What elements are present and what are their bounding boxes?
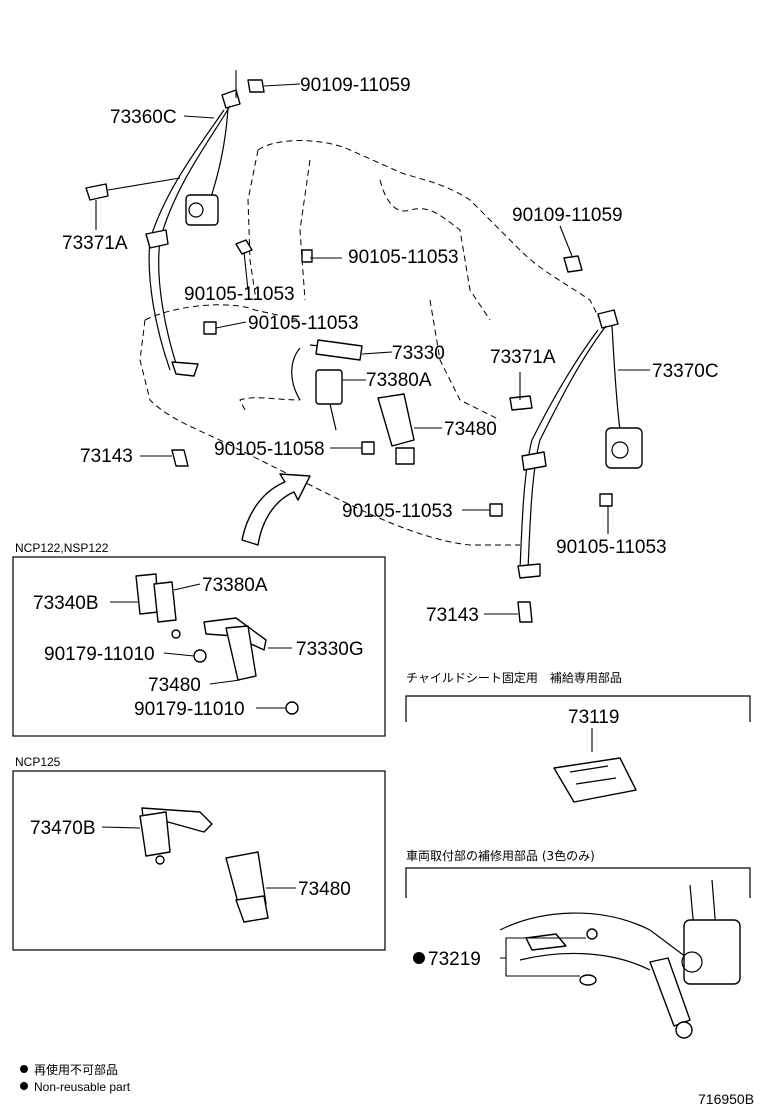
anchor-plate-icon [553, 757, 637, 803]
label-90109-11059-right: 90109-11059 [512, 205, 623, 226]
ncp122-parts [110, 573, 299, 715]
bolt-icon-a [235, 239, 253, 255]
label-90105-11053-b: 90105-11053 [184, 284, 295, 305]
clip-icon-bottom [579, 974, 597, 986]
bolt-icons [85, 79, 613, 623]
label-73370C: 73370C [652, 361, 719, 382]
ncp122-label-73380A: 73380A [202, 575, 268, 596]
bolt-icon-f [599, 493, 613, 507]
buckle-73380A [315, 369, 343, 405]
label-73330: 73330 [392, 343, 445, 364]
label-73380A: 73380A [366, 370, 432, 391]
center-belt-assembly [291, 339, 415, 465]
bolt-icon-right [563, 255, 583, 273]
bolt-icon-b [301, 249, 313, 263]
repair-part-73219: 73219 [428, 949, 481, 970]
box-ncp122 [12, 556, 386, 737]
bolt-icon-c [203, 321, 217, 335]
ncp122-label-90179-11010-a: 90179-11010 [44, 644, 155, 665]
label-90109-11059-top: 90109-11059 [300, 75, 411, 96]
bolt-icon-d [361, 441, 375, 455]
bolt-icon-e [489, 503, 503, 517]
anchor-icon-right [517, 601, 533, 623]
legend-dot-icon-2 [20, 1082, 28, 1090]
child-seat-title: チャイルドシート固定用 補給専用部品 [406, 670, 622, 685]
guide-icon-left [85, 183, 109, 201]
legend-line2: Non-reusable part [34, 1080, 131, 1094]
right-shoulder-belt [517, 309, 643, 579]
leader-lines [95, 70, 650, 615]
box-ncp125-title: NCP125 [15, 755, 61, 769]
anchor-icon-left [171, 449, 189, 467]
left-shoulder-belt [145, 89, 241, 377]
box-ncp122-title: NCP122,NSP122 [15, 541, 109, 555]
ncp122-label-73330G: 73330G [296, 639, 364, 660]
repair-title: 車両取付部の補修用部品 (3色のみ) [406, 848, 595, 863]
label-90105-11053-c: 90105-11053 [248, 313, 359, 334]
label-90105-11053-d: 90105-11053 [342, 501, 453, 522]
clip-icon-top [586, 928, 598, 940]
repair-bracket [405, 867, 751, 898]
ncp122-label-73340B: 73340B [33, 593, 99, 614]
label-73360C: 73360C [110, 107, 177, 128]
legend-dot-icon-1 [20, 1065, 28, 1073]
child-seat-bracket [405, 695, 751, 722]
box-ncp125 [12, 770, 386, 951]
label-73143-right: 73143 [426, 605, 479, 626]
guide-icon-right [509, 395, 533, 411]
front-arrow-icon [241, 473, 311, 546]
label-90105-11058: 90105-11058 [214, 439, 325, 460]
child-seat-part-73119: 73119 [568, 707, 619, 728]
ncp122-label-90179-11010-b: 90179-11010 [134, 699, 245, 720]
label-73480: 73480 [444, 419, 497, 440]
retractor-icon [683, 919, 741, 985]
drawing-number: 716950B [698, 1091, 754, 1107]
left-retractor [185, 194, 219, 226]
buckle-73480 [377, 393, 415, 447]
ncp125-label-73480: 73480 [298, 879, 351, 900]
legend-line1: 再使用不可部品 [34, 1062, 118, 1077]
label-73371A-right: 73371A [490, 347, 556, 368]
right-retractor [605, 427, 643, 469]
label-73371A-left: 73371A [62, 233, 128, 254]
label-90105-11053-e: 90105-11053 [556, 537, 667, 558]
ncp125-parts [101, 807, 296, 923]
ncp125-label-73470B: 73470B [30, 818, 96, 839]
label-90105-11053-a: 90105-11053 [348, 247, 459, 268]
non-reusable-dot-icon [413, 952, 425, 964]
nut-icon-a [193, 649, 207, 663]
label-73143-left: 73143 [80, 446, 133, 467]
rear-seat-outline [139, 140, 601, 546]
ncp122-label-73480: 73480 [148, 675, 201, 696]
bolt-icon-top [247, 79, 265, 93]
repair-parts [499, 879, 741, 1039]
nut-icon-b [285, 701, 299, 715]
